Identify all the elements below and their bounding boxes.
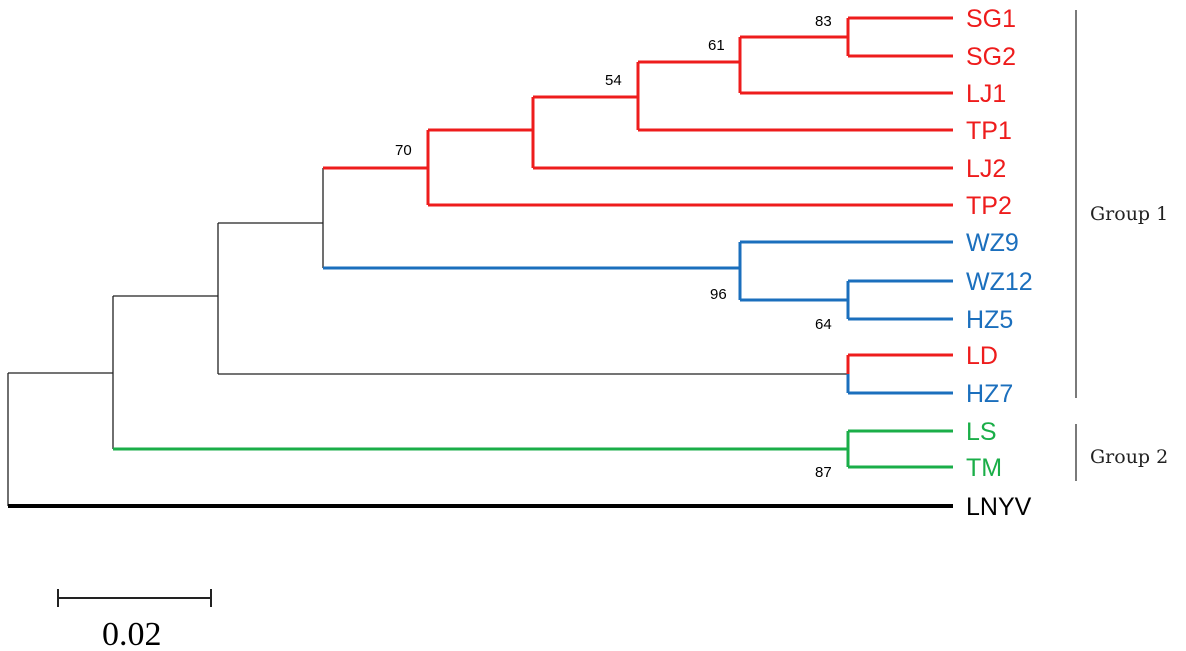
taxon-label-sg2: SG2 — [966, 43, 1016, 71]
taxon-labels: SG1 SG2 LJ1 TP1 LJ2 TP2 WZ9 WZ12 HZ5 LD … — [966, 5, 1033, 521]
taxon-label-lj1: LJ1 — [966, 80, 1006, 108]
tree-backbone — [7, 168, 848, 506]
taxon-label-hz5: HZ5 — [966, 306, 1013, 334]
taxon-label-ls: LS — [966, 418, 997, 446]
taxon-label-sg1: SG1 — [966, 5, 1016, 33]
red-clade-branches — [323, 16, 953, 374]
taxon-label-tm: TM — [966, 454, 1002, 482]
taxon-label-ld: LD — [966, 342, 998, 370]
taxon-label-wz12: WZ12 — [966, 268, 1033, 296]
scale-bar-label: 0.02 — [102, 616, 162, 651]
scale-bar — [57, 589, 212, 607]
taxon-label-lnyv: LNYV — [966, 493, 1032, 521]
bootstrap-values: 83 61 54 70 96 64 87 — [395, 13, 832, 481]
taxon-label-wz9: WZ9 — [966, 229, 1019, 257]
bootstrap-ls-tm: 87 — [815, 464, 832, 481]
group-brackets: Group 1 Group 2 — [1075, 10, 1168, 481]
taxon-label-tp1: TP1 — [966, 117, 1012, 145]
taxon-label-hz7: HZ7 — [966, 380, 1013, 408]
bootstrap-wz-hz: 96 — [710, 286, 727, 303]
bootstrap-sg1-sg2: 83 — [815, 13, 832, 30]
bootstrap-red-clade: 70 — [395, 142, 412, 159]
blue-clade-branches — [323, 240, 953, 395]
bootstrap-sg-lj1: 61 — [708, 37, 725, 54]
group-1-label: Group 1 — [1090, 203, 1168, 225]
green-clade-branches — [113, 429, 953, 469]
taxon-label-lj2: LJ2 — [966, 155, 1006, 183]
group-2-label: Group 2 — [1090, 446, 1168, 468]
taxon-label-tp2: TP2 — [966, 192, 1012, 220]
bootstrap-sg-lj1-tp1: 54 — [605, 72, 622, 89]
bootstrap-wz12-hz5: 64 — [815, 316, 832, 333]
